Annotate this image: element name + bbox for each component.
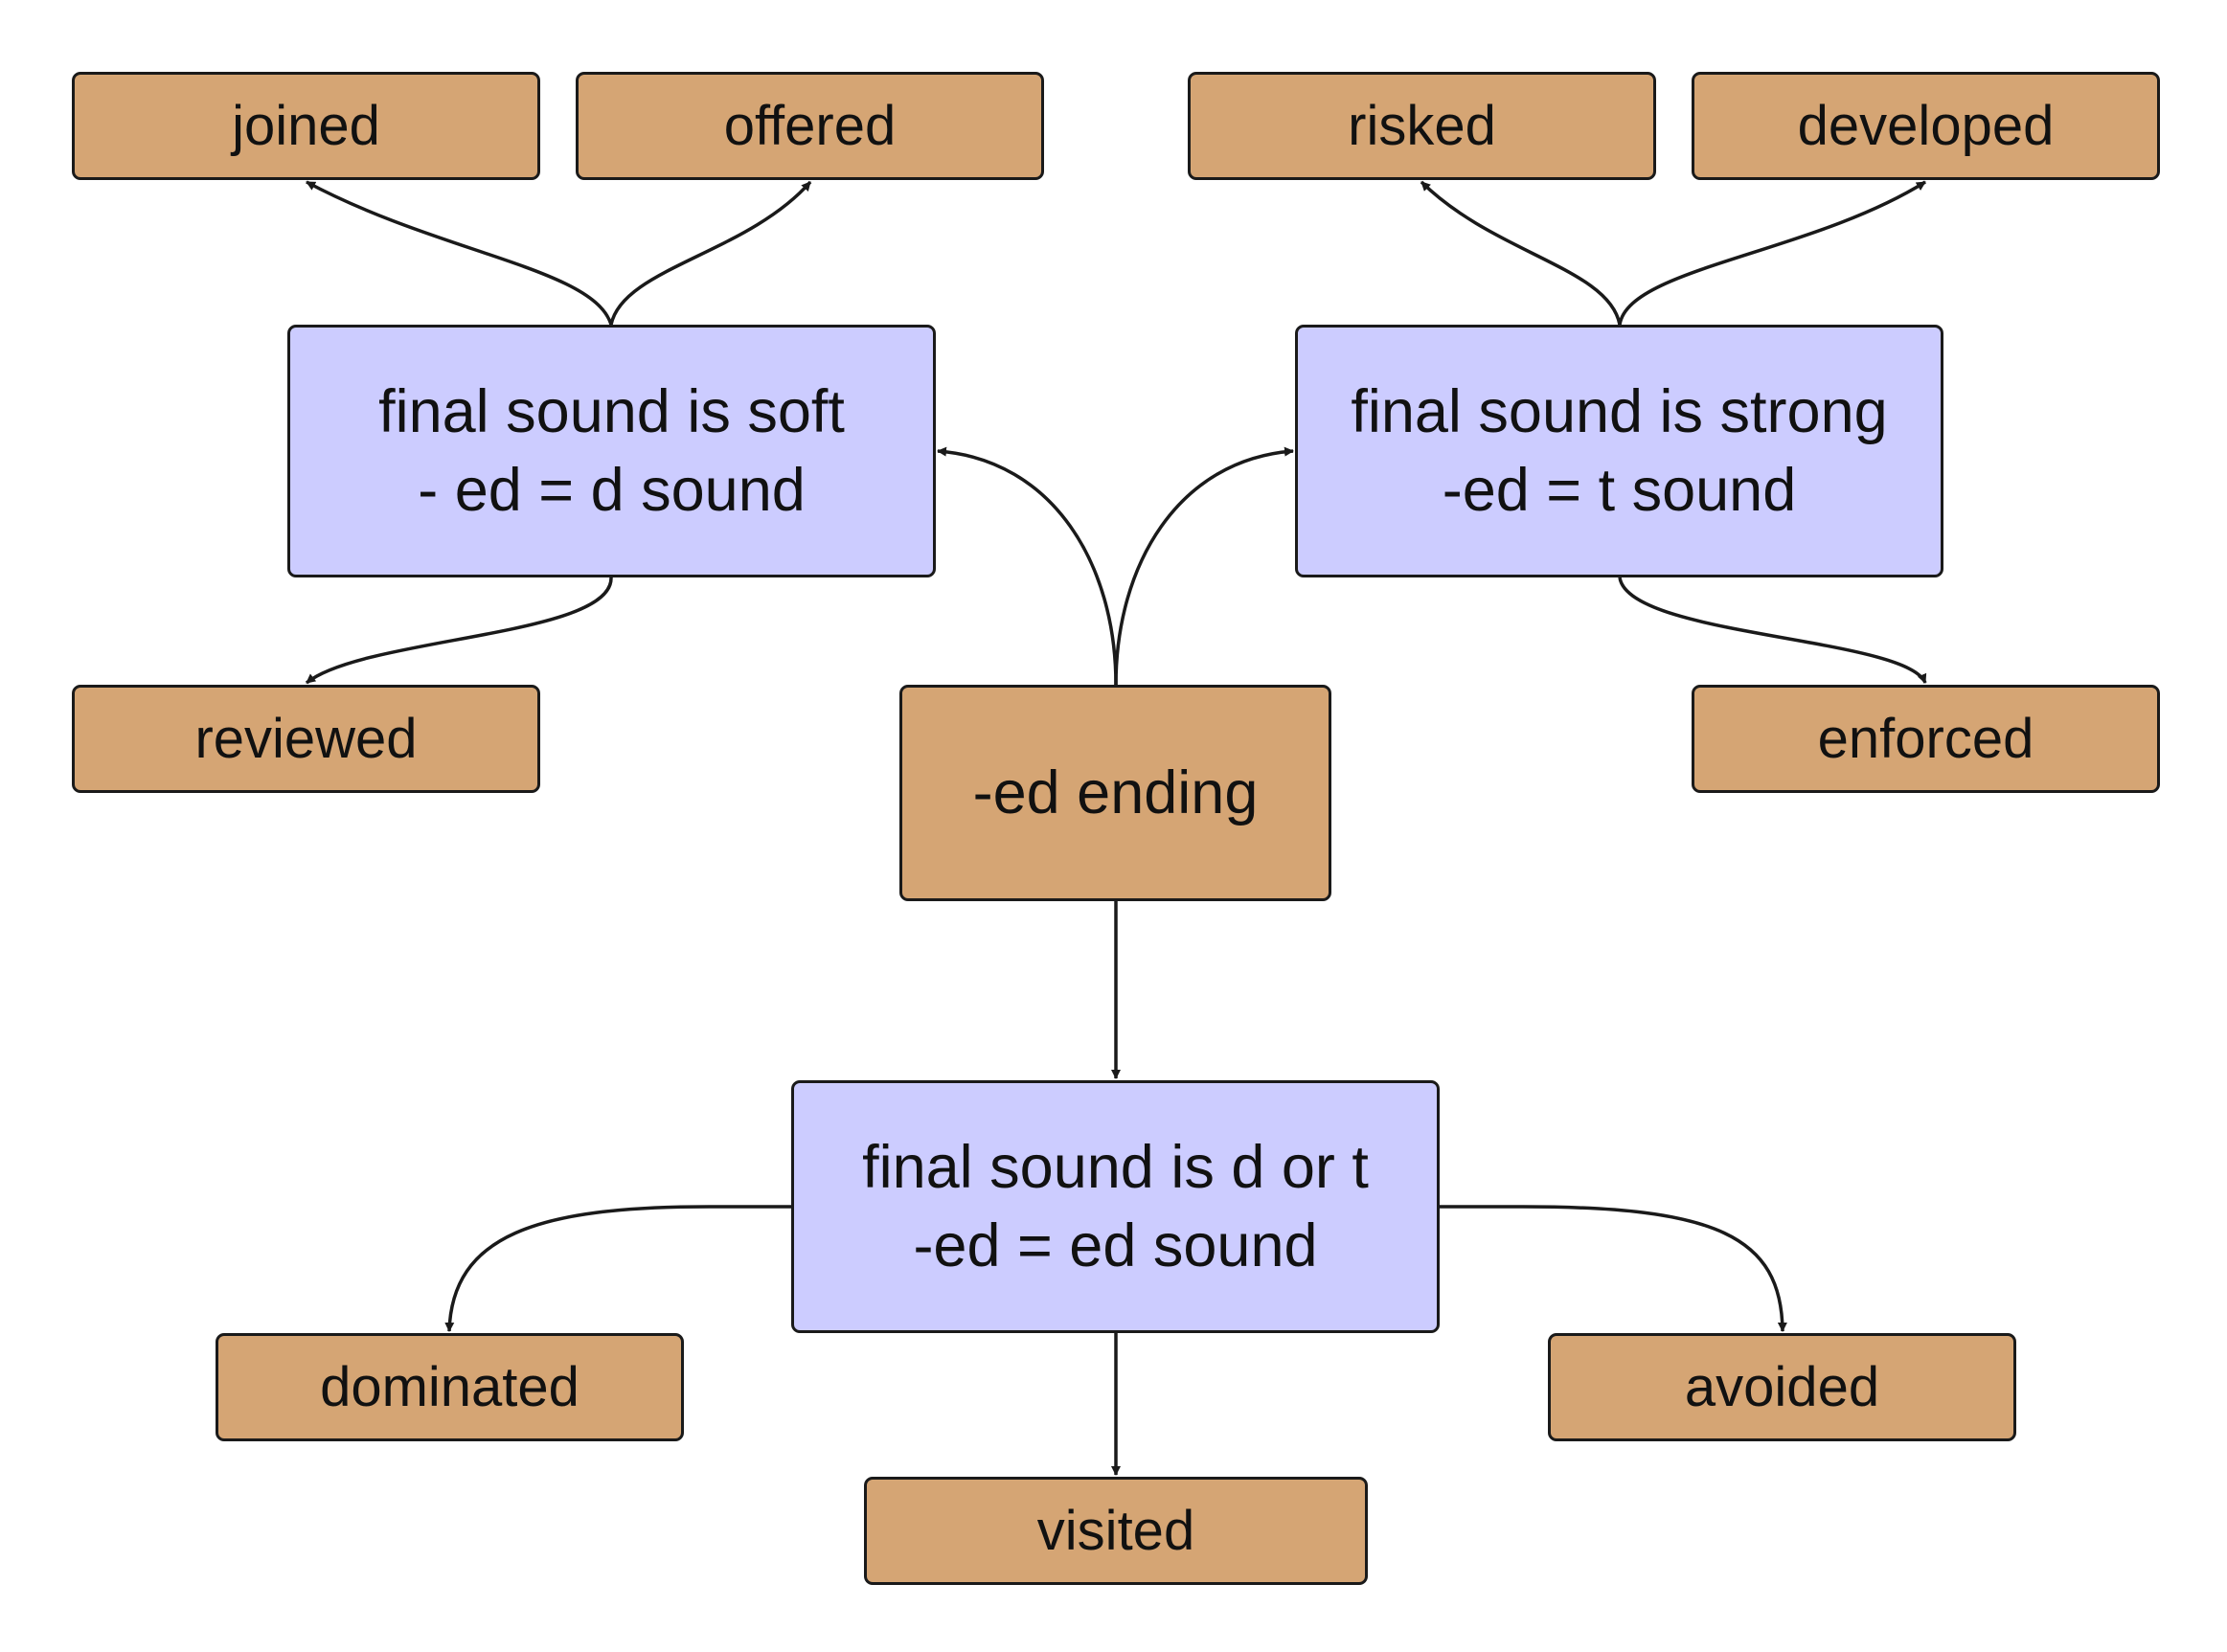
word-reviewed-label: reviewed	[194, 708, 418, 770]
word-enforced-label: enforced	[1817, 708, 2034, 770]
word-dominated: dominated	[216, 1333, 684, 1441]
edge-dt-to-dominated	[444, 1205, 791, 1332]
word-joined: joined	[72, 72, 540, 180]
edge-strong-to-developed	[1618, 180, 1926, 326]
word-offered-label: offered	[723, 95, 897, 157]
word-enforced: enforced	[1692, 685, 2160, 793]
word-visited: visited	[864, 1477, 1368, 1585]
edge-dt-to-avoided	[1440, 1205, 1787, 1332]
edge-soft-to-offered	[609, 180, 812, 326]
rule-strong-line1: final sound is strong	[1351, 378, 1888, 445]
word-risked-label: risked	[1348, 95, 1496, 157]
word-avoided-label: avoided	[1684, 1356, 1880, 1418]
word-dominated-label: dominated	[320, 1356, 579, 1418]
root-ed-ending: -ed ending	[899, 685, 1331, 901]
word-developed-label: developed	[1797, 95, 2055, 157]
word-avoided: avoided	[1548, 1333, 2016, 1441]
edge-root-to-strong	[1114, 446, 1294, 686]
word-developed: developed	[1692, 72, 2160, 180]
rule-soft-line2: - ed = d sound	[418, 457, 806, 524]
word-visited-label: visited	[1036, 1500, 1195, 1562]
word-reviewed: reviewed	[72, 685, 540, 793]
root-label: -ed ending	[972, 759, 1259, 826]
rule-strong-line2: -ed = t sound	[1442, 457, 1797, 524]
edge-strong-to-risked	[1420, 180, 1622, 326]
word-joined-label: joined	[232, 95, 380, 157]
rule-soft-box: final sound is soft - ed = d sound	[287, 325, 936, 577]
rule-dt-line1: final sound is d or t	[862, 1134, 1369, 1201]
edge-soft-to-reviewed	[305, 577, 613, 685]
word-risked: risked	[1188, 72, 1656, 180]
rule-soft-line1: final sound is soft	[378, 378, 845, 445]
edge-root-to-soft	[937, 446, 1118, 686]
edge-strong-to-enforced	[1618, 577, 1927, 684]
rule-dt-box: final sound is d or t -ed = ed sound	[791, 1080, 1440, 1333]
word-offered: offered	[576, 72, 1044, 180]
edge-soft-to-joined	[306, 180, 613, 326]
rule-dt-line2: -ed = ed sound	[913, 1212, 1318, 1279]
rule-strong-box: final sound is strong -ed = t sound	[1295, 325, 1943, 577]
